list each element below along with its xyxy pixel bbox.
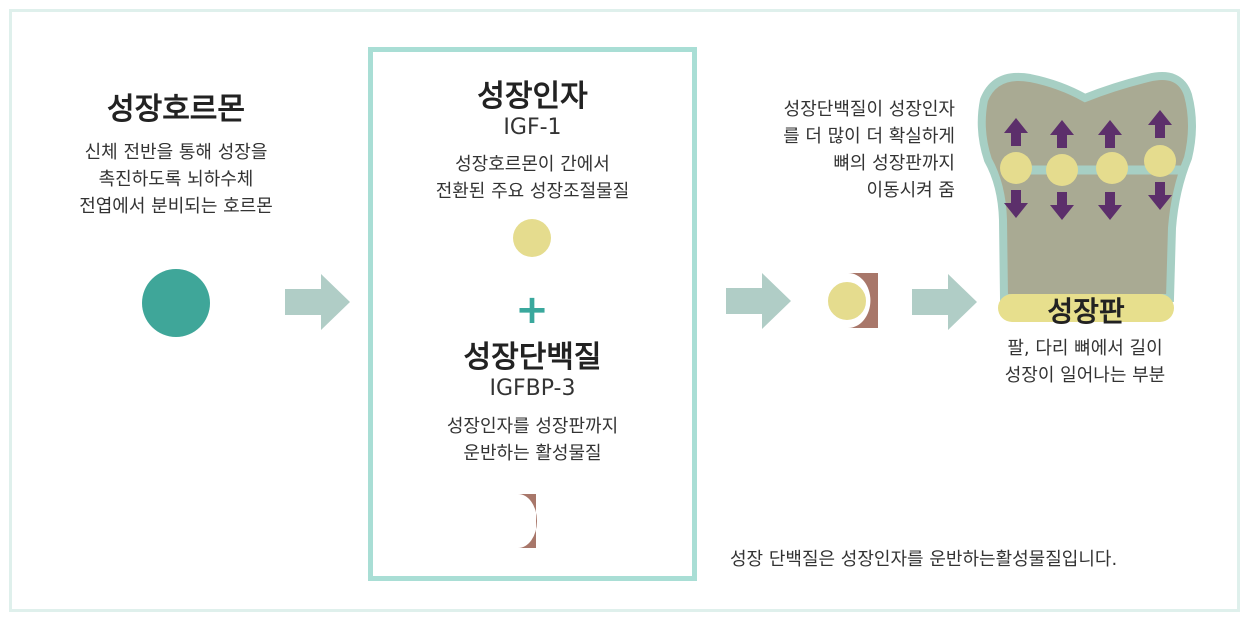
transport-desc-2: 를 더 많이 더 확실하게 [700, 124, 955, 149]
growth-hormone-title: 성장호르몬 [56, 93, 296, 127]
growth-factor-code: IGF-1 [373, 115, 692, 141]
growth-protein-desc-1: 성장인자를 성장판까지 [373, 414, 692, 439]
growth-factor-desc-2: 전환된 주요 성장조절물질 [373, 179, 692, 204]
growth-protein-shape [518, 494, 537, 548]
growth-factor-title: 성장인자 [373, 80, 692, 114]
flow-arrow-2 [726, 273, 791, 329]
plate-factor-circle [1144, 145, 1176, 177]
flow-arrow-1 [285, 274, 350, 330]
transport-desc-1: 성장단백질이 성장인자 [700, 97, 955, 122]
growth-hormone-desc-1: 신체 전반을 통해 성장을 [36, 140, 316, 165]
plate-factor-circle [1046, 154, 1078, 186]
combined-factor-circle [827, 281, 867, 321]
growth-hormone-desc-3: 전엽에서 분비되는 호르몬 [36, 194, 316, 219]
growth-protein-title: 성장단백질 [373, 341, 692, 375]
growth-factor-circle [513, 219, 551, 257]
growth-protein-desc-2: 운반하는 활성물질 [373, 441, 692, 466]
growth-hormone-circle [142, 269, 210, 337]
plate-factor-circle [1000, 152, 1032, 184]
growth-plate-title: 성장판 [998, 296, 1174, 328]
growth-plate-desc-2: 성장이 일어나는 부분 [960, 363, 1210, 388]
growth-factor-desc-1: 성장호르몬이 간에서 [373, 152, 692, 177]
footnote: 성장 단백질은 성장인자를 운반하는활성물질입니다. [730, 547, 1117, 572]
transport-desc-3: 뼈의 성장판까지 [700, 151, 955, 176]
plate-factor-circle [1096, 152, 1128, 184]
flow-arrow-3 [912, 274, 977, 330]
growth-hormone-desc-2: 촉진하도록 뇌하수체 [36, 167, 316, 192]
transport-desc-4: 이동시켜 줌 [700, 178, 955, 203]
growth-protein-code: IGFBP-3 [373, 376, 692, 402]
plus-sign: + [500, 290, 564, 330]
growth-plate-desc-1: 팔, 다리 뼈에서 길이 [960, 336, 1210, 361]
